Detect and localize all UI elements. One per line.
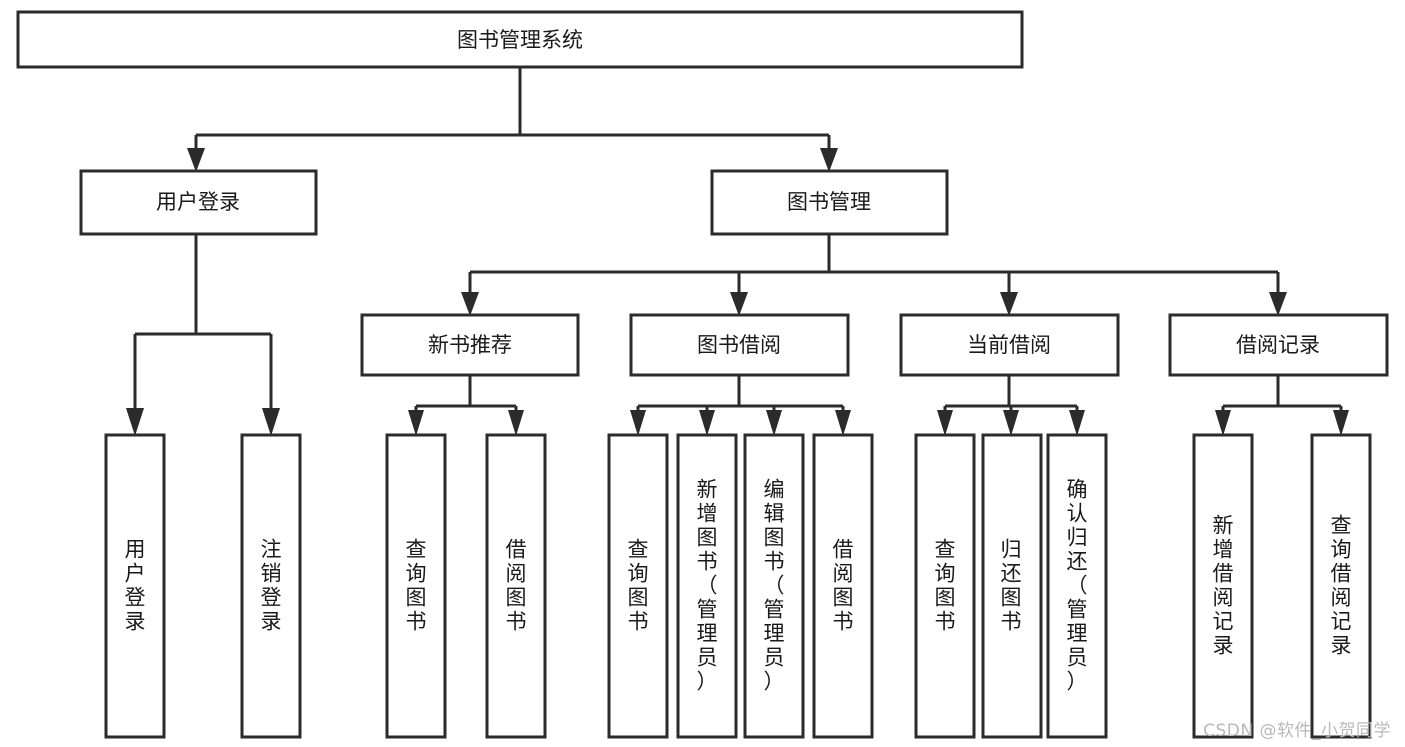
node-borrow-record-label: 借阅记录 — [1236, 333, 1320, 357]
node-current-borrow-box[interactable] — [899, 313, 1120, 377]
node-leaf-borrow-book-b[interactable]: 借阅图书 — [812, 433, 874, 739]
node-leaf-add-record-label: 新增借阅记录 — [1213, 514, 1234, 658]
node-leaf-user-login-label: 用户登录 — [125, 538, 146, 634]
arrow-leaf-logout — [262, 408, 280, 436]
arrow-leaf-edit-book — [766, 410, 782, 436]
node-leaf-query-book-b[interactable]: 查询图书 — [607, 433, 669, 739]
connector-layer — [126, 67, 1349, 436]
node-leaf-borrow-book-rec[interactable]: 借阅图书 — [485, 433, 547, 739]
node-leaf-add-book[interactable]: 新增图书（管理员） — [676, 433, 738, 739]
arrow-leaf-user-login — [126, 408, 144, 436]
node-root-label: 图书管理系统 — [457, 28, 583, 52]
node-leaf-return-book-label: 归还图书 — [1001, 538, 1022, 634]
arrow-to-new-book-recommend — [461, 292, 479, 316]
node-leaf-logout[interactable]: 注销登录 — [240, 433, 302, 739]
node-borrow-record-box[interactable] — [1168, 313, 1389, 377]
arrow-leaf-query-book-c — [937, 410, 953, 436]
arrow-to-current-borrow — [1000, 292, 1018, 316]
node-new-book-recommend-label: 新书推荐 — [428, 333, 512, 357]
arrow-to-user-login — [187, 148, 205, 172]
node-leaf-logout-box[interactable] — [240, 433, 302, 739]
arrow-to-book-borrow — [730, 292, 748, 316]
node-leaf-confirm-return[interactable]: 确认归还（管理员） — [1046, 433, 1108, 739]
node-borrow-record[interactable]: 借阅记录 — [1168, 313, 1389, 377]
node-leaf-query-book-c-box[interactable] — [914, 433, 976, 739]
node-leaf-query-book-rec[interactable]: 查询图书 — [385, 433, 447, 739]
node-book-borrow-box[interactable] — [629, 313, 850, 377]
arrow-leaf-return-book — [1003, 410, 1019, 436]
node-leaf-edit-book[interactable]: 编辑图书（管理员） — [743, 433, 805, 739]
node-leaf-query-record-label: 查询借阅记录 — [1331, 514, 1352, 658]
node-leaf-add-book-box[interactable] — [676, 433, 738, 739]
node-leaf-confirm-return-label: 确认归还（管理员） — [1067, 478, 1088, 694]
node-root[interactable]: 图书管理系统 — [16, 10, 1024, 69]
node-book-manage[interactable]: 图书管理 — [710, 169, 949, 236]
node-leaf-return-book-box[interactable] — [981, 433, 1043, 739]
node-leaf-query-book-b-label: 查询图书 — [628, 538, 649, 634]
node-leaf-user-login[interactable]: 用户登录 — [104, 433, 166, 739]
node-leaf-query-book-rec-box[interactable] — [385, 433, 447, 739]
node-current-borrow-label: 当前借阅 — [967, 333, 1051, 357]
node-current-borrow[interactable]: 当前借阅 — [899, 313, 1120, 377]
node-book-borrow[interactable]: 图书借阅 — [629, 313, 850, 377]
node-book-borrow-label: 图书借阅 — [697, 333, 781, 357]
arrow-to-borrow-record — [1269, 292, 1287, 316]
node-leaf-return-book[interactable]: 归还图书 — [981, 433, 1043, 739]
node-book-manage-box[interactable] — [710, 169, 949, 236]
node-leaf-borrow-book-b-label: 借阅图书 — [833, 538, 854, 634]
arrow-leaf-query-book-rec — [408, 410, 424, 436]
node-book-manage-label: 图书管理 — [787, 190, 871, 214]
node-leaf-user-login-box[interactable] — [104, 433, 166, 739]
node-user-login-label: 用户登录 — [156, 190, 240, 214]
arrow-leaf-confirm-return — [1069, 410, 1085, 436]
node-leaf-add-record[interactable]: 新增借阅记录 — [1192, 433, 1254, 739]
node-leaf-logout-label: 注销登录 — [261, 538, 282, 634]
node-leaf-query-book-rec-label: 查询图书 — [406, 538, 427, 634]
arrow-leaf-add-record — [1215, 410, 1231, 436]
arrow-to-book-manage — [820, 148, 838, 172]
node-leaf-confirm-return-box[interactable] — [1046, 433, 1108, 739]
node-leaf-borrow-book-rec-label: 借阅图书 — [506, 538, 527, 634]
node-leaf-edit-book-label: 编辑图书（管理员） — [764, 478, 785, 694]
node-leaf-add-book-label: 新增图书（管理员） — [697, 478, 718, 694]
node-root-box[interactable] — [16, 10, 1024, 69]
node-user-login-box[interactable] — [79, 169, 318, 236]
node-leaf-add-record-box[interactable] — [1192, 433, 1254, 739]
arrow-leaf-query-record — [1333, 410, 1349, 436]
node-leaf-query-book-c[interactable]: 查询图书 — [914, 433, 976, 739]
arrow-leaf-query-book-b — [630, 410, 646, 436]
node-leaf-borrow-book-rec-box[interactable] — [485, 433, 547, 739]
node-user-login[interactable]: 用户登录 — [79, 169, 318, 236]
node-leaf-query-record-box[interactable] — [1310, 433, 1372, 739]
arrow-leaf-borrow-book-b — [835, 410, 851, 436]
node-new-book-recommend[interactable]: 新书推荐 — [360, 313, 580, 377]
csdn-watermark: CSDN @软件_小贺同学 — [1203, 721, 1391, 741]
arrow-leaf-add-book — [699, 410, 715, 436]
node-leaf-query-book-b-box[interactable] — [607, 433, 669, 739]
node-leaf-query-book-c-label: 查询图书 — [935, 538, 956, 634]
node-leaf-query-record[interactable]: 查询借阅记录 — [1310, 433, 1372, 739]
node-new-book-recommend-box[interactable] — [360, 313, 580, 377]
node-leaf-borrow-book-b-box[interactable] — [812, 433, 874, 739]
node-leaf-edit-book-box[interactable] — [743, 433, 805, 739]
arrow-leaf-borrow-book-rec — [508, 410, 524, 436]
